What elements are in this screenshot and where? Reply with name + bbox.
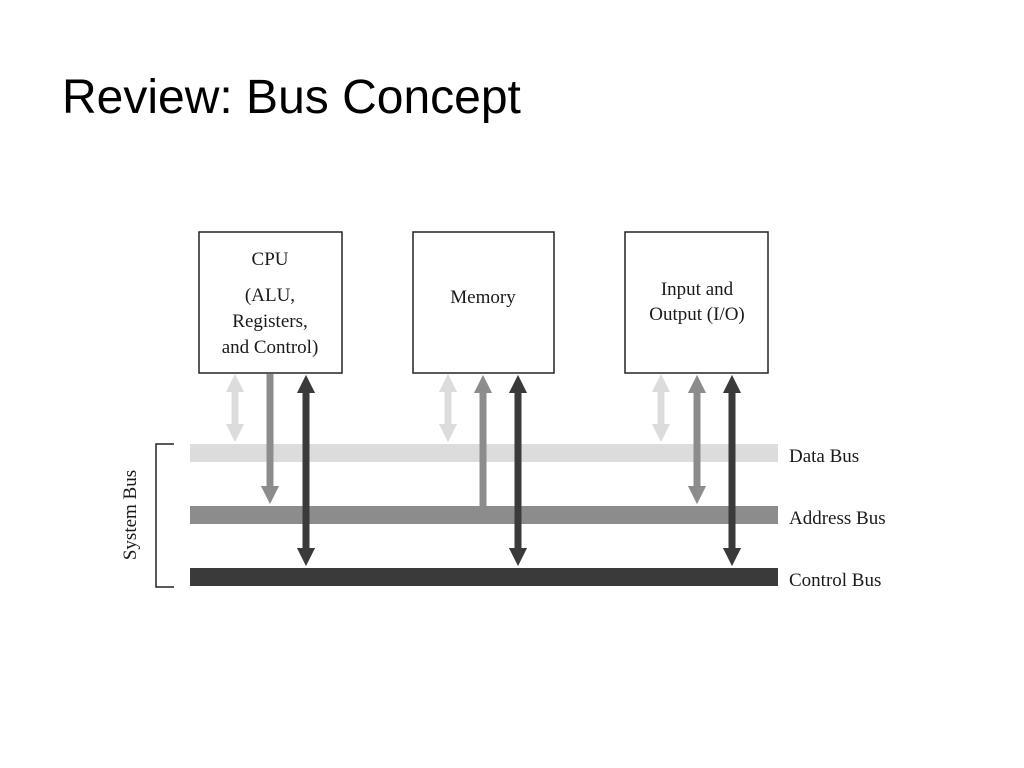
cpu-box <box>198 231 343 374</box>
system-bus-bracket <box>155 443 174 588</box>
cpu-detail-line-3: and Control) <box>222 337 319 358</box>
slide-title: Review: Bus Concept <box>62 71 521 124</box>
cpu-label: CPU <box>252 249 289 270</box>
io-label-line-1: Input and <box>661 279 734 300</box>
io-box <box>624 231 769 374</box>
cpu-detail-line-1: (ALU, <box>245 285 295 306</box>
data-bus-label: Data Bus <box>789 446 859 467</box>
io-label-line-2: Output (I/O) <box>649 304 745 325</box>
cpu-detail-line-2: Registers, <box>232 311 307 332</box>
address-bus-bar <box>190 506 778 524</box>
system-bus-label: System Bus <box>120 470 141 560</box>
control-bus-bar <box>190 568 778 586</box>
memory-label: Memory <box>450 287 516 308</box>
memory-box <box>412 231 555 374</box>
address-bus-label: Address Bus <box>789 508 886 529</box>
control-bus-label: Control Bus <box>789 570 881 591</box>
